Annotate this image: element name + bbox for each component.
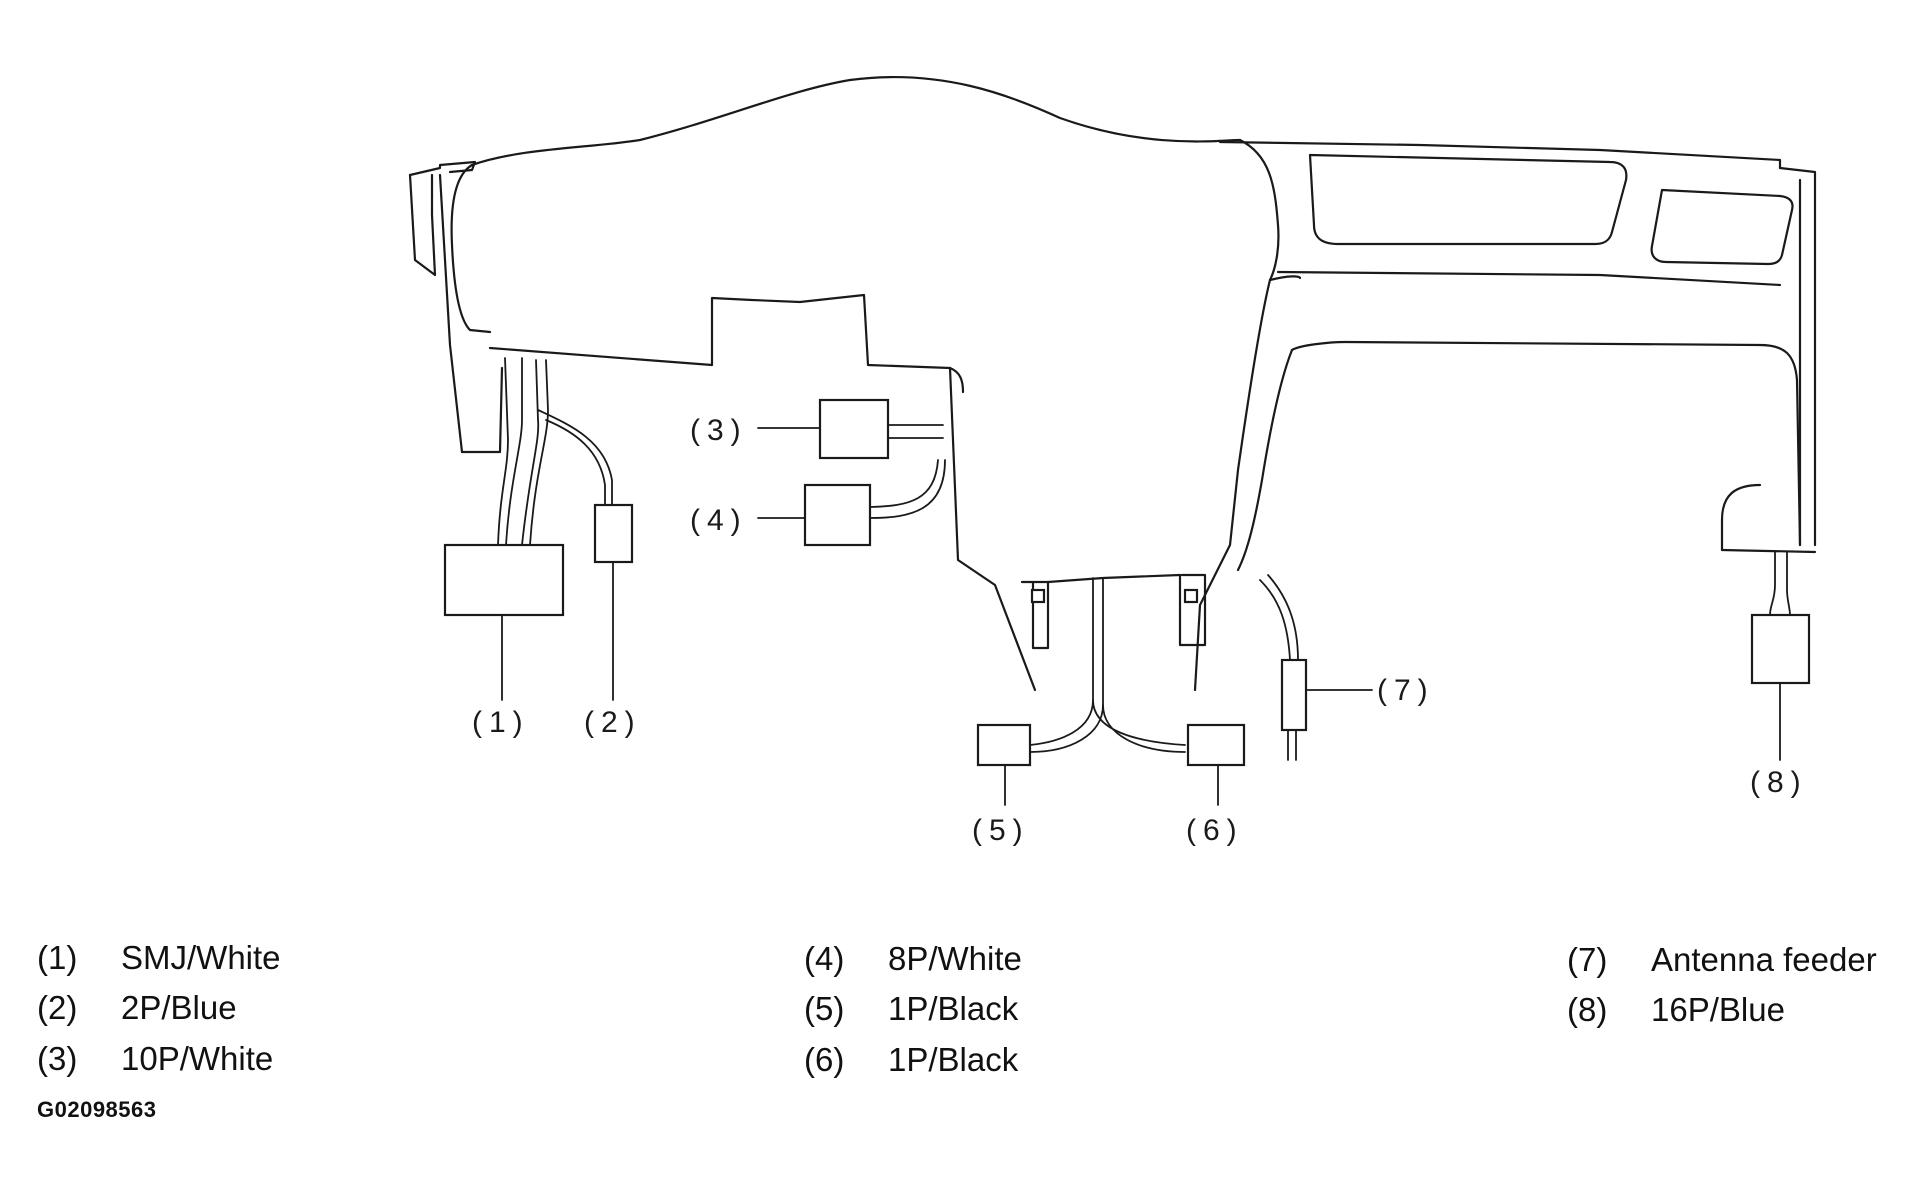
legend-item-4: (4) 8P/White <box>804 939 1022 979</box>
instrument-panel-outline <box>408 76 1817 692</box>
connectors <box>443 398 1811 767</box>
callout-5: (5) <box>972 814 1030 847</box>
connector-8 <box>1750 613 1811 685</box>
callout-7: (7) <box>1377 674 1435 707</box>
legend-item-3: (3) 10P/White <box>37 1039 273 1079</box>
callout-8: (8) <box>1750 766 1808 799</box>
legend-item-6: (6) 1P/Black <box>804 1040 1018 1080</box>
connector-3 <box>818 398 890 460</box>
callout-6: (6) <box>1186 814 1244 847</box>
callout-1: (1) <box>472 706 530 739</box>
legend-number: (5) <box>804 990 845 1027</box>
legend-item-5: (5) 1P/Black <box>804 989 1018 1029</box>
legend-number: (2) <box>37 989 78 1026</box>
legend-item-8: (8) 16P/Blue <box>1567 990 1785 1030</box>
legend-item-7: (7) Antenna feeder <box>1567 940 1877 980</box>
legend-text: 8P/White <box>888 940 1022 977</box>
callout-3: (3) <box>690 414 748 447</box>
legend-number: (6) <box>804 1041 845 1078</box>
legend-text: 1P/Black <box>888 1041 1019 1078</box>
legend-number: (4) <box>804 940 845 977</box>
connector-7-antenna <box>1280 658 1308 732</box>
figure-id: G02098563 <box>37 1097 157 1122</box>
callout-2: (2) <box>584 706 642 739</box>
leader-lines <box>501 427 1781 806</box>
legend-number: (7) <box>1567 941 1608 978</box>
legend-item-2: (2) 2P/Blue <box>37 988 237 1028</box>
legend-text: SMJ/White <box>121 939 281 976</box>
callout-4: (4) <box>690 504 748 537</box>
connector-2 <box>593 503 634 564</box>
callout-labels: (1) (2) (3) (4) (5) (6) (7) (8) <box>472 414 1808 847</box>
legend-text: 2P/Blue <box>121 989 237 1026</box>
legend-text: 1P/Black <box>888 990 1019 1027</box>
legend-text: Antenna feeder <box>1651 941 1877 978</box>
legend-number: (8) <box>1567 991 1608 1028</box>
connector-5 <box>976 723 1032 767</box>
legend-text: 10P/White <box>121 1040 274 1077</box>
legend-number: (1) <box>37 939 78 976</box>
harness-wires <box>497 357 1791 761</box>
legend-number: (3) <box>37 1040 78 1077</box>
connector-4 <box>803 483 872 547</box>
connector-1-smj <box>443 543 565 617</box>
legend-text: 16P/Blue <box>1651 991 1785 1028</box>
legend-item-1: (1) SMJ/White <box>37 938 281 978</box>
connector-6 <box>1186 723 1246 767</box>
